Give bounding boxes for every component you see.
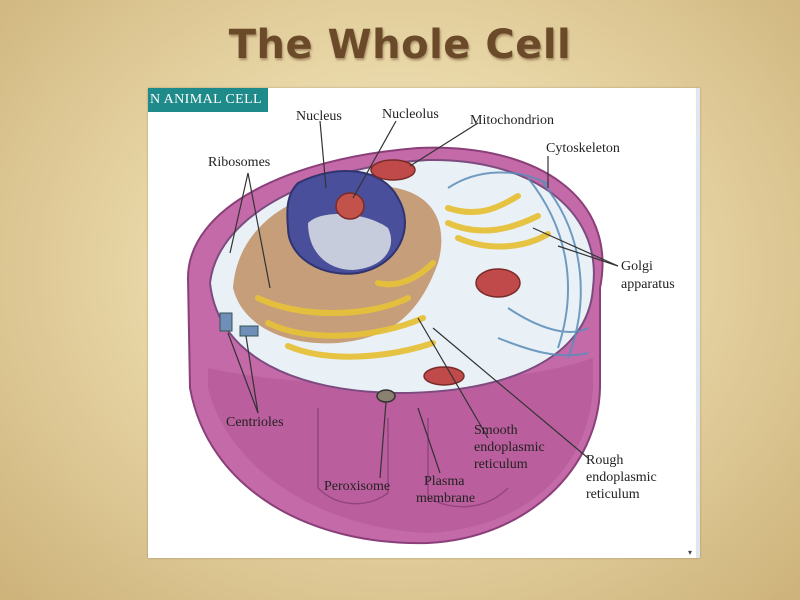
slide-title: The Whole Cell — [0, 22, 800, 68]
centriole-shape-2 — [240, 326, 258, 336]
label-mitochondrion: Mitochondrion — [470, 113, 554, 128]
nucleolus-shape — [336, 193, 364, 219]
label-smooth-er-3: reticulum — [474, 457, 528, 472]
label-golgi-1: Golgi — [621, 259, 653, 274]
mitochondrion-shape — [371, 160, 415, 180]
mitochondrion-shape-3 — [424, 367, 464, 385]
label-peroxisome: Peroxisome — [324, 479, 390, 494]
centriole-shape — [220, 313, 232, 331]
label-nucleus: Nucleus — [296, 109, 342, 124]
label-smooth-er-2: endoplasmic — [474, 440, 545, 455]
label-plasma-1: Plasma — [424, 474, 465, 489]
peroxisome-shape — [377, 390, 395, 402]
label-rough-er-2: endoplasmic — [586, 470, 657, 485]
label-rough-er-3: reticulum — [586, 487, 640, 502]
label-centrioles: Centrioles — [226, 415, 284, 430]
label-ribosomes: Ribosomes — [208, 155, 270, 170]
label-cytoskeleton: Cytoskeleton — [546, 141, 620, 156]
mitochondrion-shape-2 — [476, 269, 520, 297]
label-nucleolus: Nucleolus — [382, 107, 439, 122]
scrollbar[interactable] — [696, 88, 700, 558]
label-golgi-2: apparatus — [621, 277, 675, 292]
animal-cell-figure: N ANIMAL CELL — [148, 88, 700, 558]
label-plasma-2: membrane — [416, 491, 475, 506]
label-smooth-er-1: Smooth — [474, 423, 518, 438]
cell-diagram: Nucleus Nucleolus Mitochondrion Ribosome… — [148, 88, 700, 558]
scroll-down-icon[interactable]: ▾ — [688, 549, 698, 557]
label-rough-er-1: Rough — [586, 453, 623, 468]
